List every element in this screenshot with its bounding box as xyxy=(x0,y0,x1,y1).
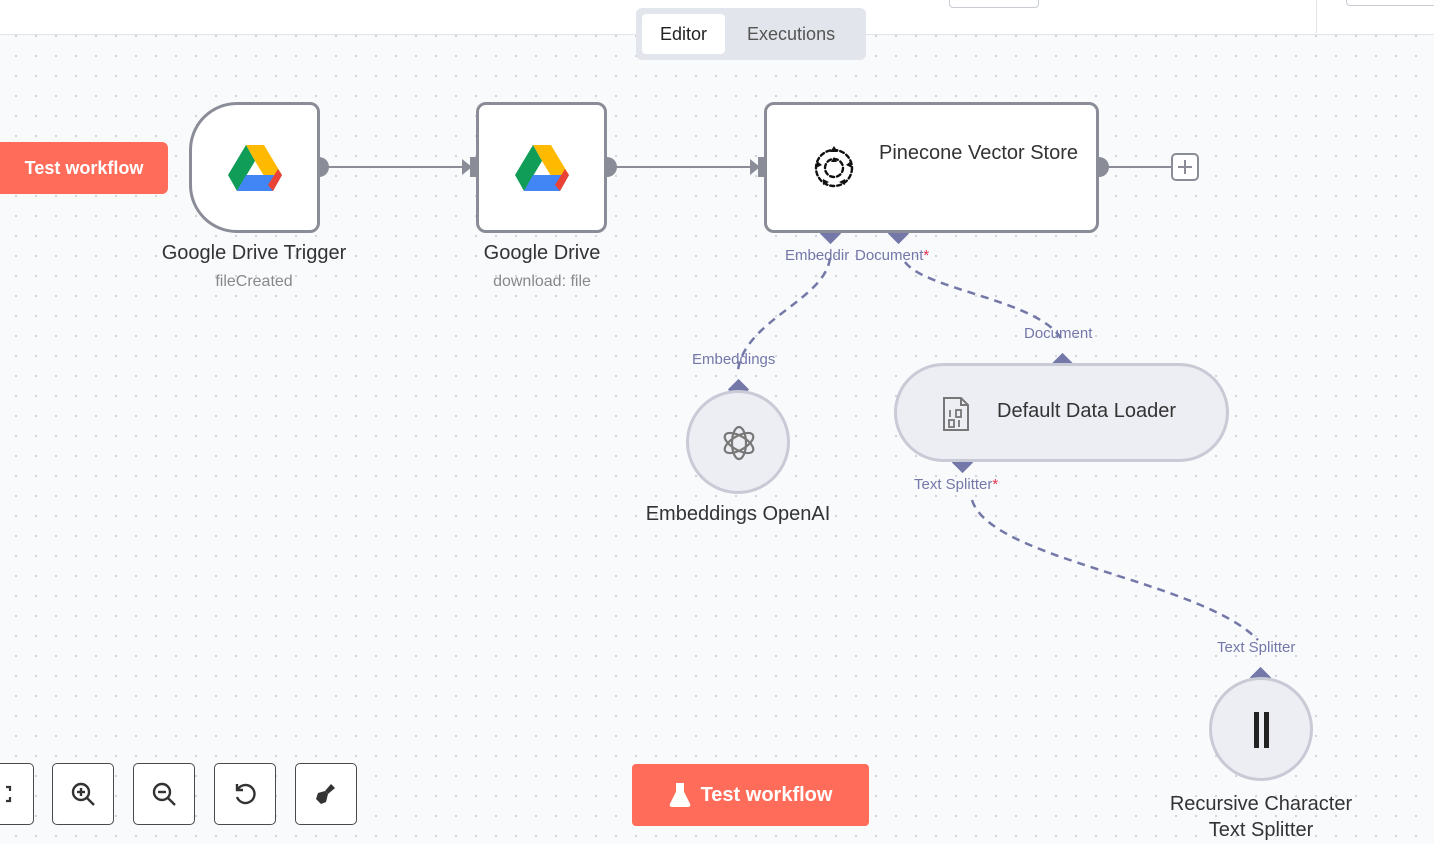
embed-title: Embeddings OpenAI xyxy=(645,503,831,525)
splitter-icon xyxy=(1254,712,1269,748)
node-recursive-text-splitter[interactable] xyxy=(1209,677,1313,781)
pinecone-document-label: Document* xyxy=(855,247,929,264)
required-marker: * xyxy=(992,476,999,493)
fit-view-button[interactable] xyxy=(0,763,34,825)
topbar-divider xyxy=(1316,0,1317,33)
node-embeddings-openai[interactable] xyxy=(686,390,790,494)
pinecone-title: Pinecone Vector Store xyxy=(879,142,1079,164)
loader-title: Default Data Loader xyxy=(997,400,1177,422)
node-google-drive[interactable] xyxy=(476,102,607,233)
zoom-out-button[interactable] xyxy=(133,763,195,825)
topbar-control[interactable] xyxy=(949,0,1039,8)
trigger-title: Google Drive Trigger xyxy=(161,242,347,264)
test-workflow-label: Test workflow xyxy=(700,783,833,806)
google-drive-icon xyxy=(515,145,569,191)
pinecone-icon xyxy=(814,146,854,188)
drive-subtitle: download: file xyxy=(493,273,591,290)
loader-input-label: Document xyxy=(1024,325,1093,342)
node-pinecone-vector-store[interactable]: Pinecone Vector Store xyxy=(764,102,1099,233)
node-google-drive-trigger[interactable] xyxy=(189,102,320,233)
pinecone-input-handle[interactable] xyxy=(758,157,768,177)
tab-editor[interactable]: Editor xyxy=(642,14,726,54)
add-node-plus-icon[interactable] xyxy=(1171,153,1199,181)
tidy-up-button[interactable] xyxy=(295,763,357,825)
required-marker: * xyxy=(923,247,930,264)
test-workflow-side-button[interactable]: Test workflow xyxy=(0,142,168,194)
zoom-in-button[interactable] xyxy=(52,763,114,825)
openai-icon xyxy=(723,425,755,461)
splitter-output-label: Text Splitter xyxy=(1217,639,1296,656)
broom-icon xyxy=(316,784,335,804)
drive-title: Google Drive xyxy=(483,242,601,264)
pinecone-embedding-label: Embeddir xyxy=(785,247,850,264)
topbar-control-right[interactable] xyxy=(1346,0,1434,6)
flask-icon xyxy=(669,783,690,807)
google-drive-icon xyxy=(228,145,282,191)
splitter-title: Recursive Character Text Splitter xyxy=(1169,793,1353,841)
zoom-out-icon xyxy=(152,782,176,806)
document-icon xyxy=(943,397,969,431)
trigger-subtitle: fileCreated xyxy=(215,273,293,290)
reset-icon xyxy=(235,783,256,805)
loader-splitter-label: Text Splitter* xyxy=(914,476,998,493)
test-workflow-button[interactable]: Test workflow xyxy=(632,764,869,826)
reset-zoom-button[interactable] xyxy=(214,763,276,825)
zoom-in-icon xyxy=(71,782,95,806)
pinecone-document-text: Document xyxy=(855,247,924,264)
node-default-data-loader[interactable]: Default Data Loader xyxy=(894,363,1229,462)
view-tabs: Editor Executions xyxy=(636,8,866,60)
embed-output-label: Embeddings xyxy=(692,351,776,368)
tab-executions[interactable]: Executions xyxy=(747,24,836,44)
drive-input-handle[interactable] xyxy=(470,157,480,177)
loader-splitter-text: Text Splitter xyxy=(914,476,993,493)
fit-view-icon xyxy=(6,785,12,803)
